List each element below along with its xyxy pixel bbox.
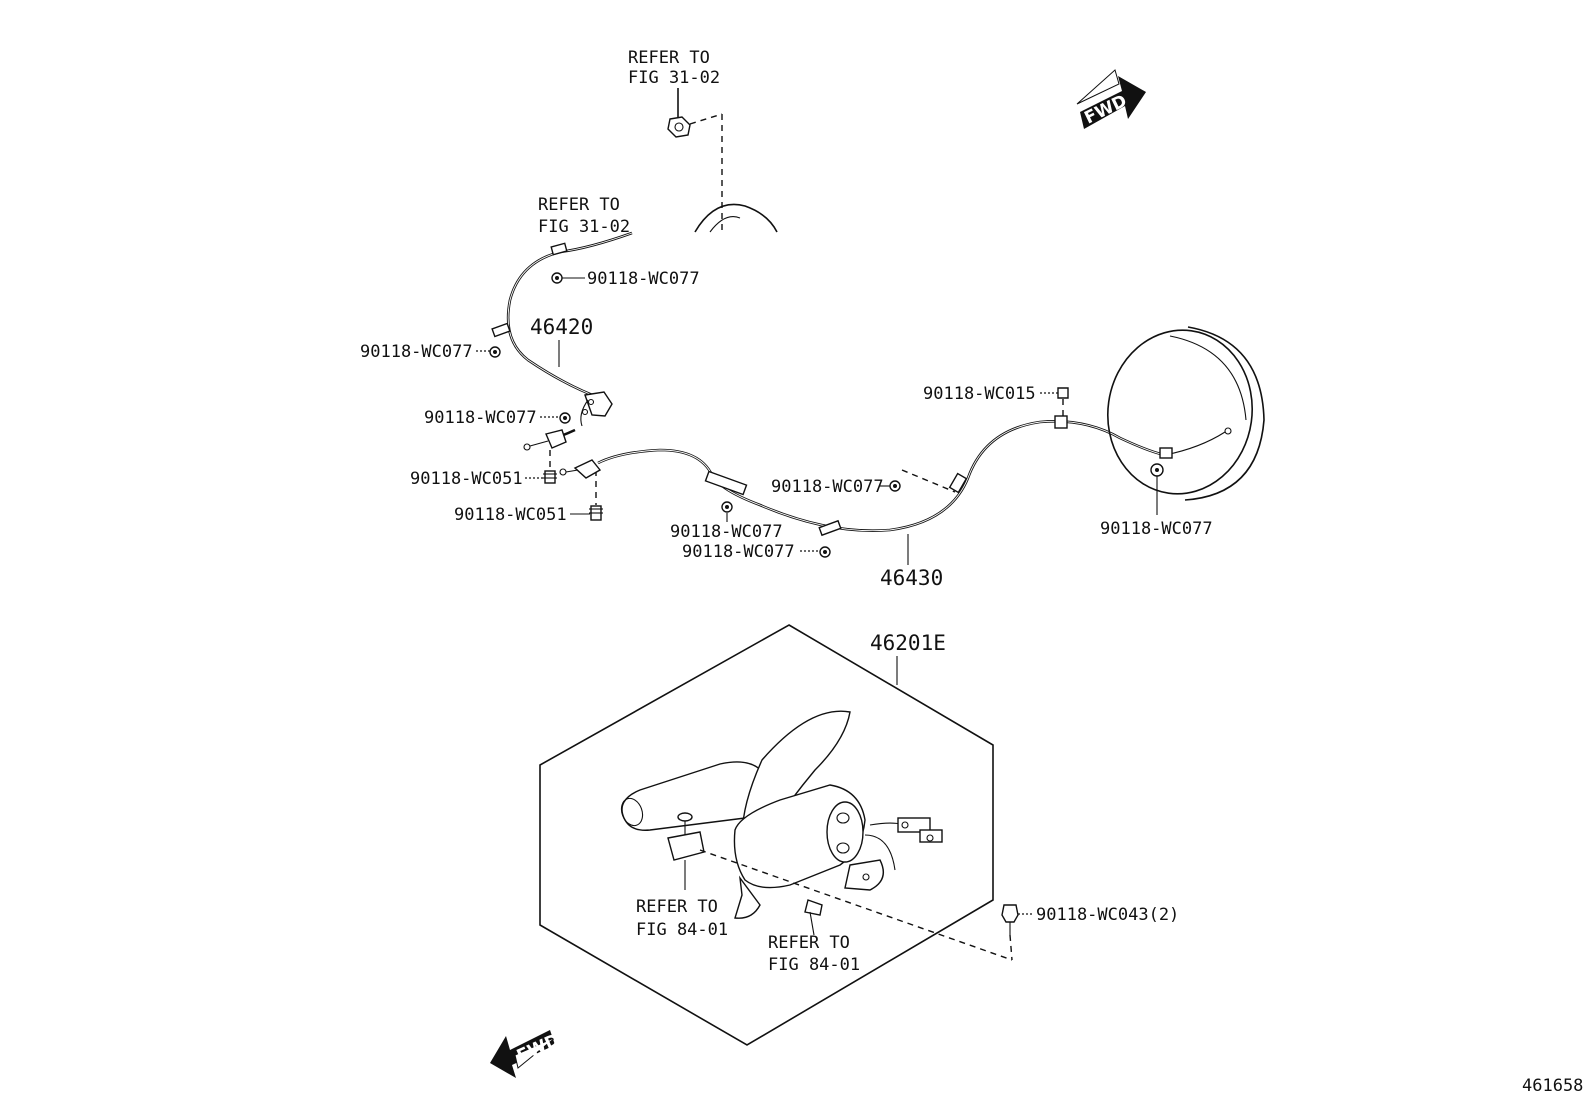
part-46420-label: 46420 bbox=[530, 315, 593, 339]
cable-46420 bbox=[491, 231, 633, 451]
top-reference-group: REFER TO FIG 31-02 bbox=[628, 48, 778, 233]
lever-left-refer-line2: FIG 84-01 bbox=[636, 920, 728, 940]
top-nut bbox=[667, 116, 691, 138]
fastener-wc077-c-label: 90118-WC077 bbox=[424, 408, 537, 428]
left-refer-line2: FIG 31-02 bbox=[538, 217, 630, 237]
fastener-wc043: 90118-WC043(2) bbox=[1001, 904, 1179, 961]
lever-left-refer-line1: REFER TO bbox=[636, 897, 718, 917]
fastener-wc077-d-label: 90118-WC077 bbox=[771, 477, 884, 497]
fwd-arrow-top: FWD bbox=[1076, 69, 1146, 129]
fastener-wc077-g: 90118-WC077 bbox=[1100, 463, 1213, 539]
part-46430-label: 46430 bbox=[880, 566, 943, 590]
lever-bolt-mid bbox=[804, 899, 823, 936]
fastener-wc077-e: 90118-WC077 bbox=[670, 501, 783, 542]
fastener-wc077-a-label: 90118-WC077 bbox=[587, 269, 700, 289]
parking-brake-lever bbox=[620, 710, 943, 919]
top-refer-line2: FIG 31-02 bbox=[628, 68, 720, 88]
cable-46430 bbox=[559, 415, 1232, 537]
fastener-wc043-label: 90118-WC043(2) bbox=[1036, 905, 1179, 925]
fastener-wc051-a: 90118-WC051 bbox=[410, 450, 557, 489]
fastener-wc077-g-label: 90118-WC077 bbox=[1100, 519, 1213, 539]
fastener-wc077-b: 90118-WC077 bbox=[360, 342, 501, 362]
fastener-wc051-a-label: 90118-WC051 bbox=[410, 469, 523, 489]
fwd-arrow-bottom: FWD bbox=[490, 1030, 563, 1078]
diagram-id: 461658 bbox=[1522, 1076, 1583, 1096]
fastener-wc015-label: 90118-WC015 bbox=[923, 384, 1036, 404]
lever-mid-refer-line2: FIG 84-01 bbox=[768, 955, 860, 975]
lever-clip-left bbox=[667, 812, 705, 890]
left-refer-line1: REFER TO bbox=[538, 195, 620, 215]
fastener-wc077-d: 90118-WC077 bbox=[771, 469, 956, 497]
fastener-wc051-b-label: 90118-WC051 bbox=[454, 505, 567, 525]
left-reference-group: REFER TO FIG 31-02 bbox=[538, 195, 630, 237]
part-46201E-label: 46201E bbox=[870, 631, 946, 655]
fastener-wc077-f: 90118-WC077 bbox=[682, 542, 831, 562]
top-refer-line1: REFER TO bbox=[628, 48, 710, 68]
brake-drum bbox=[1106, 326, 1265, 501]
fastener-wc077-c: 90118-WC077 bbox=[424, 408, 571, 428]
fastener-wc077-e-label: 90118-WC077 bbox=[670, 522, 783, 542]
assembly-boundary bbox=[539, 624, 994, 1046]
lever-mid-refer-line1: REFER TO bbox=[768, 933, 850, 953]
fastener-wc077-b-label: 90118-WC077 bbox=[360, 342, 473, 362]
fwd-label-bottom: FWD bbox=[514, 1030, 563, 1066]
fastener-wc051-b: 90118-WC051 bbox=[454, 470, 603, 525]
fastener-wc015: 90118-WC015 bbox=[923, 384, 1069, 416]
fastener-wc077-a: 90118-WC077 bbox=[551, 269, 700, 289]
fastener-wc077-f-label: 90118-WC077 bbox=[682, 542, 795, 562]
